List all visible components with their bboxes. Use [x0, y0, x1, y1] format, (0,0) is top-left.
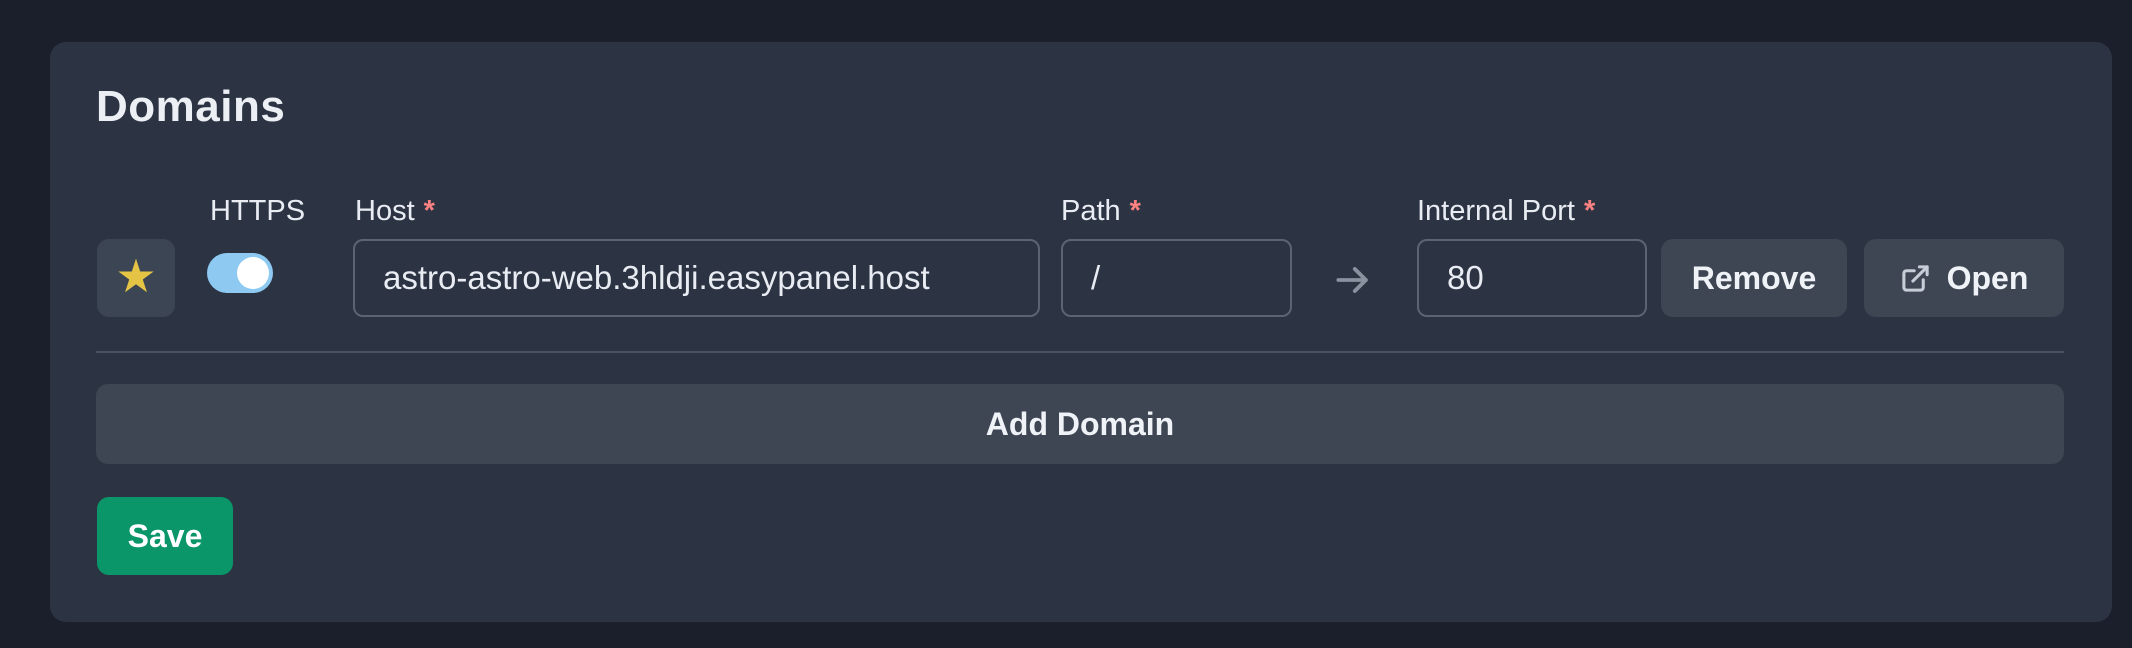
- open-button[interactable]: Open: [1864, 239, 2064, 317]
- remove-button[interactable]: Remove: [1661, 239, 1847, 317]
- save-button[interactable]: Save: [97, 497, 233, 575]
- arrow-right-icon: [1331, 258, 1375, 302]
- https-label: HTTPS: [210, 195, 306, 227]
- favorite-domain-button[interactable]: ★: [97, 239, 175, 317]
- path-label: Path*: [1061, 195, 1141, 227]
- add-domain-button[interactable]: Add Domain: [96, 384, 2064, 464]
- host-label: Host*: [355, 195, 435, 227]
- path-input[interactable]: [1061, 239, 1292, 317]
- required-marker: *: [1129, 195, 1141, 227]
- star-icon: ★: [115, 250, 157, 302]
- internal-port-label: Internal Port*: [1417, 195, 1596, 227]
- required-marker: *: [1583, 195, 1596, 227]
- host-input[interactable]: [353, 239, 1040, 317]
- internal-port-input[interactable]: [1417, 239, 1647, 317]
- toggle-thumb: [237, 257, 269, 289]
- page-title: Domains: [96, 82, 286, 131]
- https-toggle[interactable]: [207, 253, 273, 293]
- row-divider: [96, 351, 2064, 353]
- domains-card: Domains HTTPS Host* Path* Internal Port*…: [50, 42, 2112, 622]
- external-link-icon: [1900, 263, 1931, 294]
- required-marker: *: [423, 195, 435, 227]
